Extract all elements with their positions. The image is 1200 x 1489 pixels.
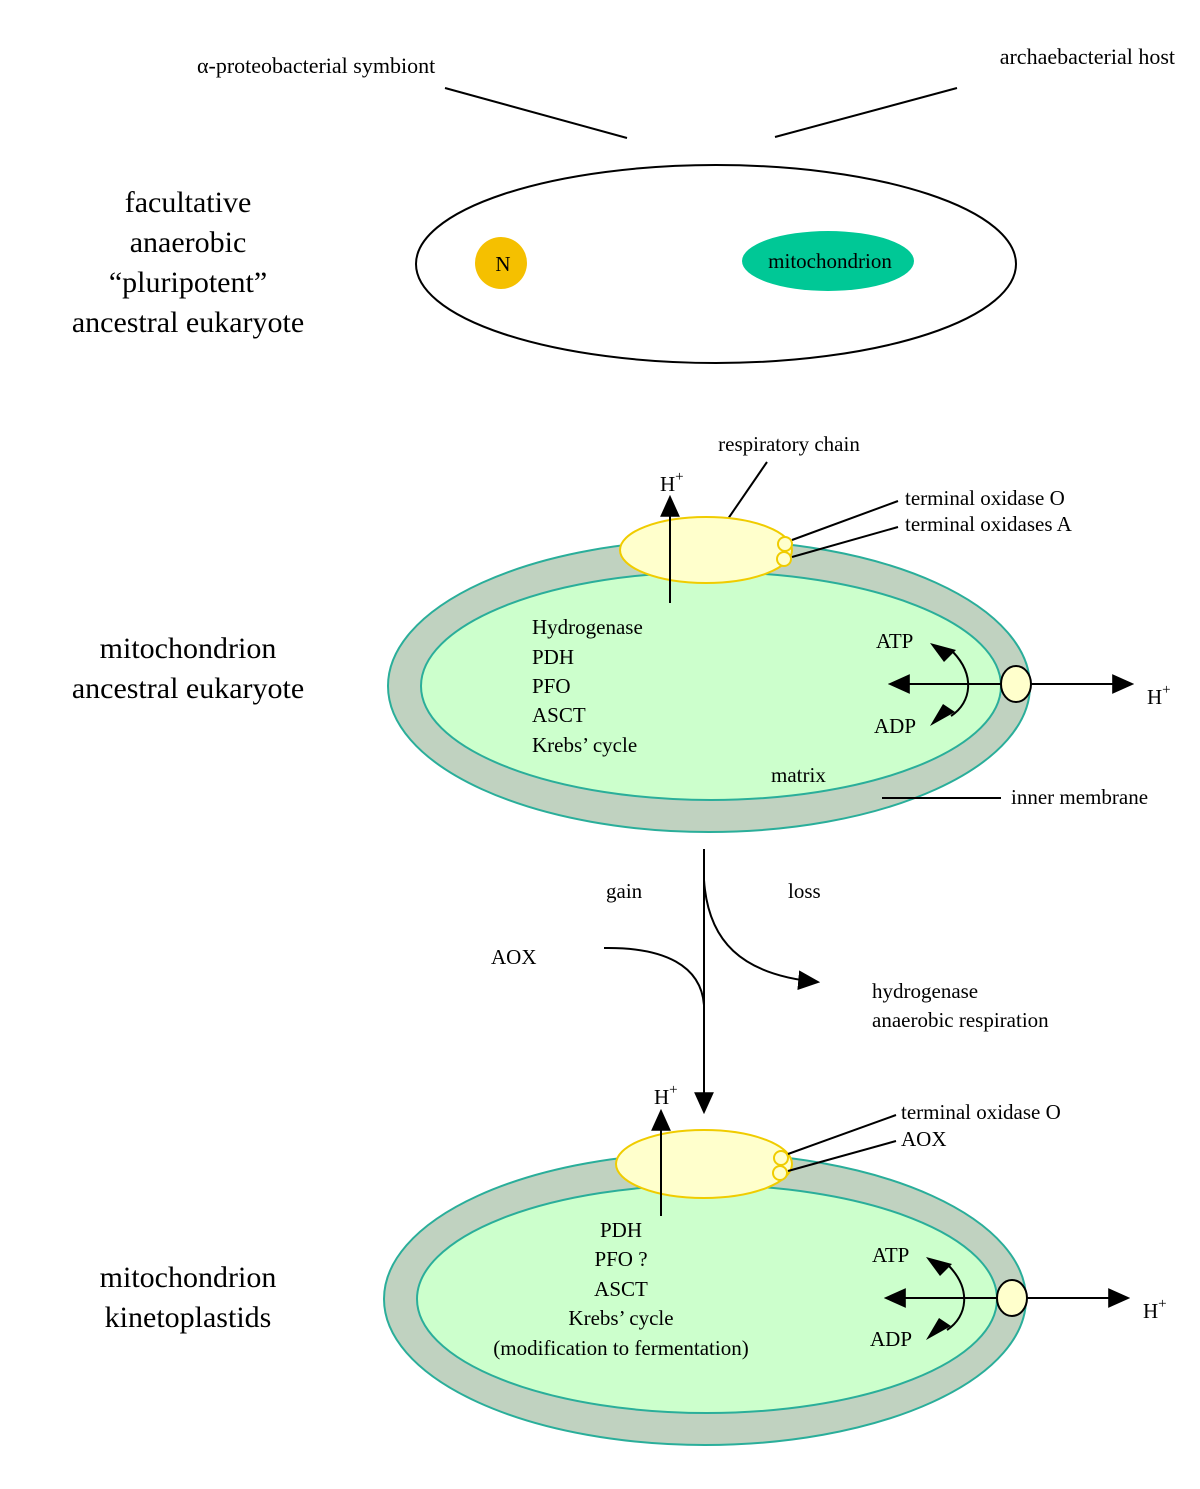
- kinetoplastid-atp-synthase-curve: [946, 1265, 966, 1331]
- matrix-label: matrix: [771, 763, 826, 787]
- ancestral-proton-label: H+: [660, 469, 684, 496]
- kinetoplastid-enzyme-4: Krebs’ cycle: [568, 1306, 673, 1330]
- nucleus-label: N: [495, 252, 510, 276]
- cell-title: facultative anaerobic “pluripotent” ance…: [72, 186, 304, 339]
- ancestral-atp-label: ATP: [876, 629, 913, 653]
- ancestral-enzyme-4: ASCT: [532, 703, 586, 727]
- host-label: archaebacterial host: [1000, 44, 1175, 69]
- ancestral-oxidase-o-pointer: [791, 500, 899, 541]
- cell-title-line-4: ancestral eukaryote: [72, 306, 304, 339]
- kinetoplastid-atp-arrowhead: [926, 1257, 952, 1276]
- kinetoplastid-enzyme-3: ASCT: [594, 1277, 648, 1301]
- gain-label: gain: [606, 879, 643, 903]
- kinetoplastid-enzyme-5: (modification to fermentation): [493, 1336, 748, 1360]
- ancestral-oxidase-a-pointer: [791, 526, 899, 558]
- lost-item-2: anaerobic respiration: [872, 1008, 1049, 1032]
- ancestral-adp-arrowhead: [930, 704, 955, 726]
- eukaryote-cell: [415, 164, 1017, 364]
- ancestral-enzyme-list: Hydrogenase PDH PFO ASCT Krebs’ cycle: [532, 615, 643, 757]
- ancestral-enzyme-2: PDH: [532, 645, 574, 669]
- kinetoplastid-atp-synthase: [996, 1279, 1028, 1317]
- gain-curve: [603, 946, 705, 1006]
- gained-aox-label: AOX: [491, 945, 537, 969]
- kinetoplastid-adp-arrowhead: [926, 1318, 951, 1340]
- ancestral-proton-charge: +: [675, 469, 683, 485]
- ancestral-title-line-1: mitochondrion: [100, 632, 277, 665]
- kinetoplastid-proton-label: H+: [654, 1082, 678, 1109]
- kinetoplastid-title: mitochondrion kinetoplastids: [100, 1261, 277, 1334]
- kinetoplastid-title-line-2: kinetoplastids: [105, 1301, 272, 1334]
- respiratory-chain-label: respiratory chain: [718, 432, 860, 456]
- kinetoplastid-aox-label: AOX: [901, 1127, 947, 1151]
- ancestral-title: mitochondrion ancestral eukaryote: [72, 632, 304, 705]
- ancestral-adp-label: ADP: [874, 714, 916, 738]
- ancestral-enzyme-5: Krebs’ cycle: [532, 733, 637, 757]
- kinetoplastid-oxidase-o-label: terminal oxidase O: [901, 1100, 1061, 1124]
- kinetoplastid-aox-pointer: [787, 1140, 897, 1172]
- cell-title-line-3: “pluripotent”: [109, 266, 267, 299]
- cell-title-line-1: facultative: [125, 186, 252, 219]
- symbiont-pointer-line: [444, 87, 628, 139]
- kinetoplastid-oxidase-o-pointer: [787, 1114, 897, 1155]
- loss-arrow: [703, 879, 821, 991]
- kinetoplastid-aox: [772, 1165, 788, 1181]
- ancestral-respiratory-chain: [619, 516, 793, 584]
- ancestral-oxidase-a-label: terminal oxidases A: [905, 512, 1073, 536]
- symbiont-label: α-proteobacterial symbiont: [197, 53, 435, 78]
- ancestral-enzyme-3: PFO: [532, 674, 571, 698]
- kinetoplastid-title-line-1: mitochondrion: [100, 1261, 277, 1294]
- ancestral-atp-synthase: [1000, 665, 1032, 703]
- ancestral-atp-synthase-curve: [950, 651, 970, 717]
- kinetoplastid-oxidase-o: [773, 1150, 789, 1166]
- ancestral-matrix: [420, 571, 1002, 801]
- kinetoplastid-proton-out-charge: +: [1158, 1296, 1166, 1312]
- ancestral-title-line-2: ancestral eukaryote: [72, 672, 304, 705]
- ancestral-proton-symbol: H: [660, 472, 675, 496]
- kinetoplastid-respiratory-chain: [615, 1129, 793, 1199]
- kinetoplastid-enzyme-2: PFO ?: [594, 1247, 647, 1271]
- kinetoplastid-adp-label: ADP: [870, 1327, 912, 1351]
- symbiont-mitochondrion: [742, 231, 914, 291]
- kinetoplastid-enzyme-list: PDH PFO ? ASCT Krebs’ cycle (modificatio…: [493, 1218, 748, 1360]
- ancestral-oxidase-o: [777, 536, 793, 552]
- kinetoplastid-atp-label: ATP: [872, 1243, 909, 1267]
- kinetoplastid-proton-out-label: H+: [1143, 1296, 1167, 1323]
- inner-membrane-label: inner membrane: [1011, 785, 1148, 809]
- cell-title-line-2: anaerobic: [130, 226, 247, 259]
- ancestral-proton-out-symbol: H: [1147, 685, 1162, 709]
- ancestral-oxidase-a: [776, 551, 792, 567]
- kinetoplastid-proton-charge: +: [669, 1082, 677, 1098]
- kinetoplastid-enzyme-1: PDH: [600, 1218, 642, 1242]
- ancestral-oxidase-o-label: terminal oxidase O: [905, 486, 1065, 510]
- lost-item-1: hydrogenase: [872, 979, 978, 1003]
- ancestral-enzyme-1: Hydrogenase: [532, 615, 643, 639]
- symbiont-mitochondrion-label: mitochondrion: [768, 249, 892, 273]
- ancestral-atp-arrowhead: [930, 643, 956, 662]
- ancestral-proton-out-charge: +: [1162, 682, 1170, 698]
- kinetoplastid-proton-out-symbol: H: [1143, 1299, 1158, 1323]
- host-pointer-line: [774, 87, 958, 138]
- nucleus: [475, 237, 527, 289]
- loss-label: loss: [788, 879, 821, 903]
- ancestral-proton-out-label: H+: [1147, 682, 1171, 709]
- kinetoplastid-proton-symbol: H: [654, 1085, 669, 1109]
